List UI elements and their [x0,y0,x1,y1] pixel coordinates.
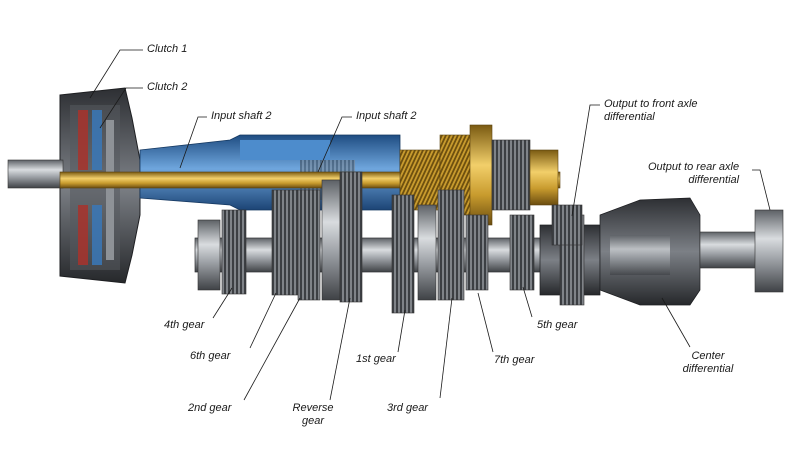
leader-2nd-gear [243,297,301,401]
label-output-rear-line1: Output to rear axle [648,161,740,173]
input-stub [7,159,64,189]
label-2nd-gear: 2nd gear [188,402,232,414]
center-differential [539,197,784,306]
label-6th-gear: 6th gear [190,350,231,362]
leader-4th-gear [212,287,233,319]
leader-output-rear [752,169,771,211]
label-reverse-gear: Reverse gear [285,402,341,428]
label-center-differential: Center differential [668,350,748,376]
label-3rd-gear: 3rd gear [387,402,428,414]
label-input-shaft-2-right: Input shaft 2 [356,110,417,122]
front-output-gear [551,204,583,246]
label-reverse-line1: Reverse [292,402,334,414]
label-center-line2: differential [682,363,734,375]
label-output-front-line2: differential [604,111,655,123]
leader-input-shaft-left [179,116,207,169]
label-clutch-1: Clutch 1 [147,43,188,55]
label-output-rear-axle: Output to rear axle differential [648,161,739,187]
leader-5th-gear [522,286,533,318]
leader-3rd-gear [439,297,453,399]
label-4th-gear: 4th gear [164,319,205,331]
leader-6th-gear [249,292,277,349]
leader-clutch-2 [99,87,143,129]
countershaft-gears [197,171,535,314]
leader-center-diff [661,297,691,348]
label-1st-gear: 1st gear [356,353,396,365]
label-center-line1: Center [691,350,725,362]
label-reverse-line2: gear [301,415,325,427]
label-input-shaft-2-left: Input shaft 2 [211,110,272,122]
label-output-front-axle: Output to front axle differential [604,98,698,124]
leader-input-shaft-right [317,116,352,173]
leader-lines [89,49,771,401]
leader-1st-gear [397,309,406,353]
leader-reverse-gear [329,297,351,401]
label-5th-gear: 5th gear [537,319,578,331]
label-output-rear-line2: differential [688,174,740,186]
label-7th-gear: 7th gear [494,354,535,366]
label-output-front-line1: Output to front axle [604,98,698,110]
leader-clutch-1 [89,49,143,99]
label-clutch-2: Clutch 2 [147,81,188,93]
leader-7th-gear [477,292,494,353]
leader-output-front [571,104,600,217]
